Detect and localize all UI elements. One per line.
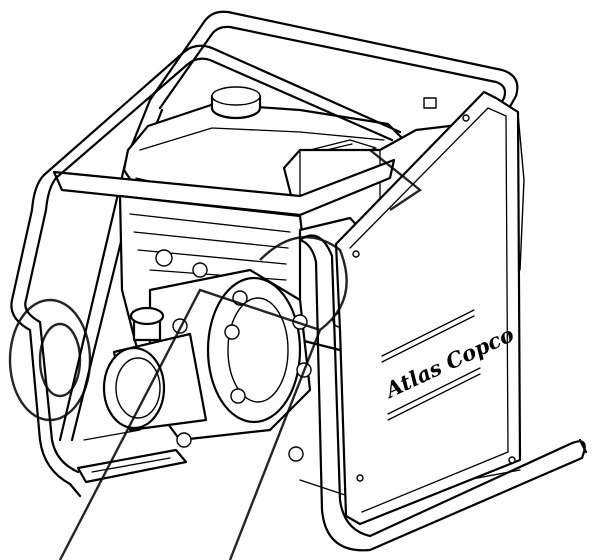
side-cover-panel: Atlas Copco (334, 90, 522, 526)
pump-outlet-pipe (102, 306, 208, 432)
roll-cage-frame-front (10, 44, 588, 552)
watermark-text (8, 149, 423, 560)
frame-cross-bar (52, 158, 396, 217)
priming-cap (129, 306, 165, 326)
